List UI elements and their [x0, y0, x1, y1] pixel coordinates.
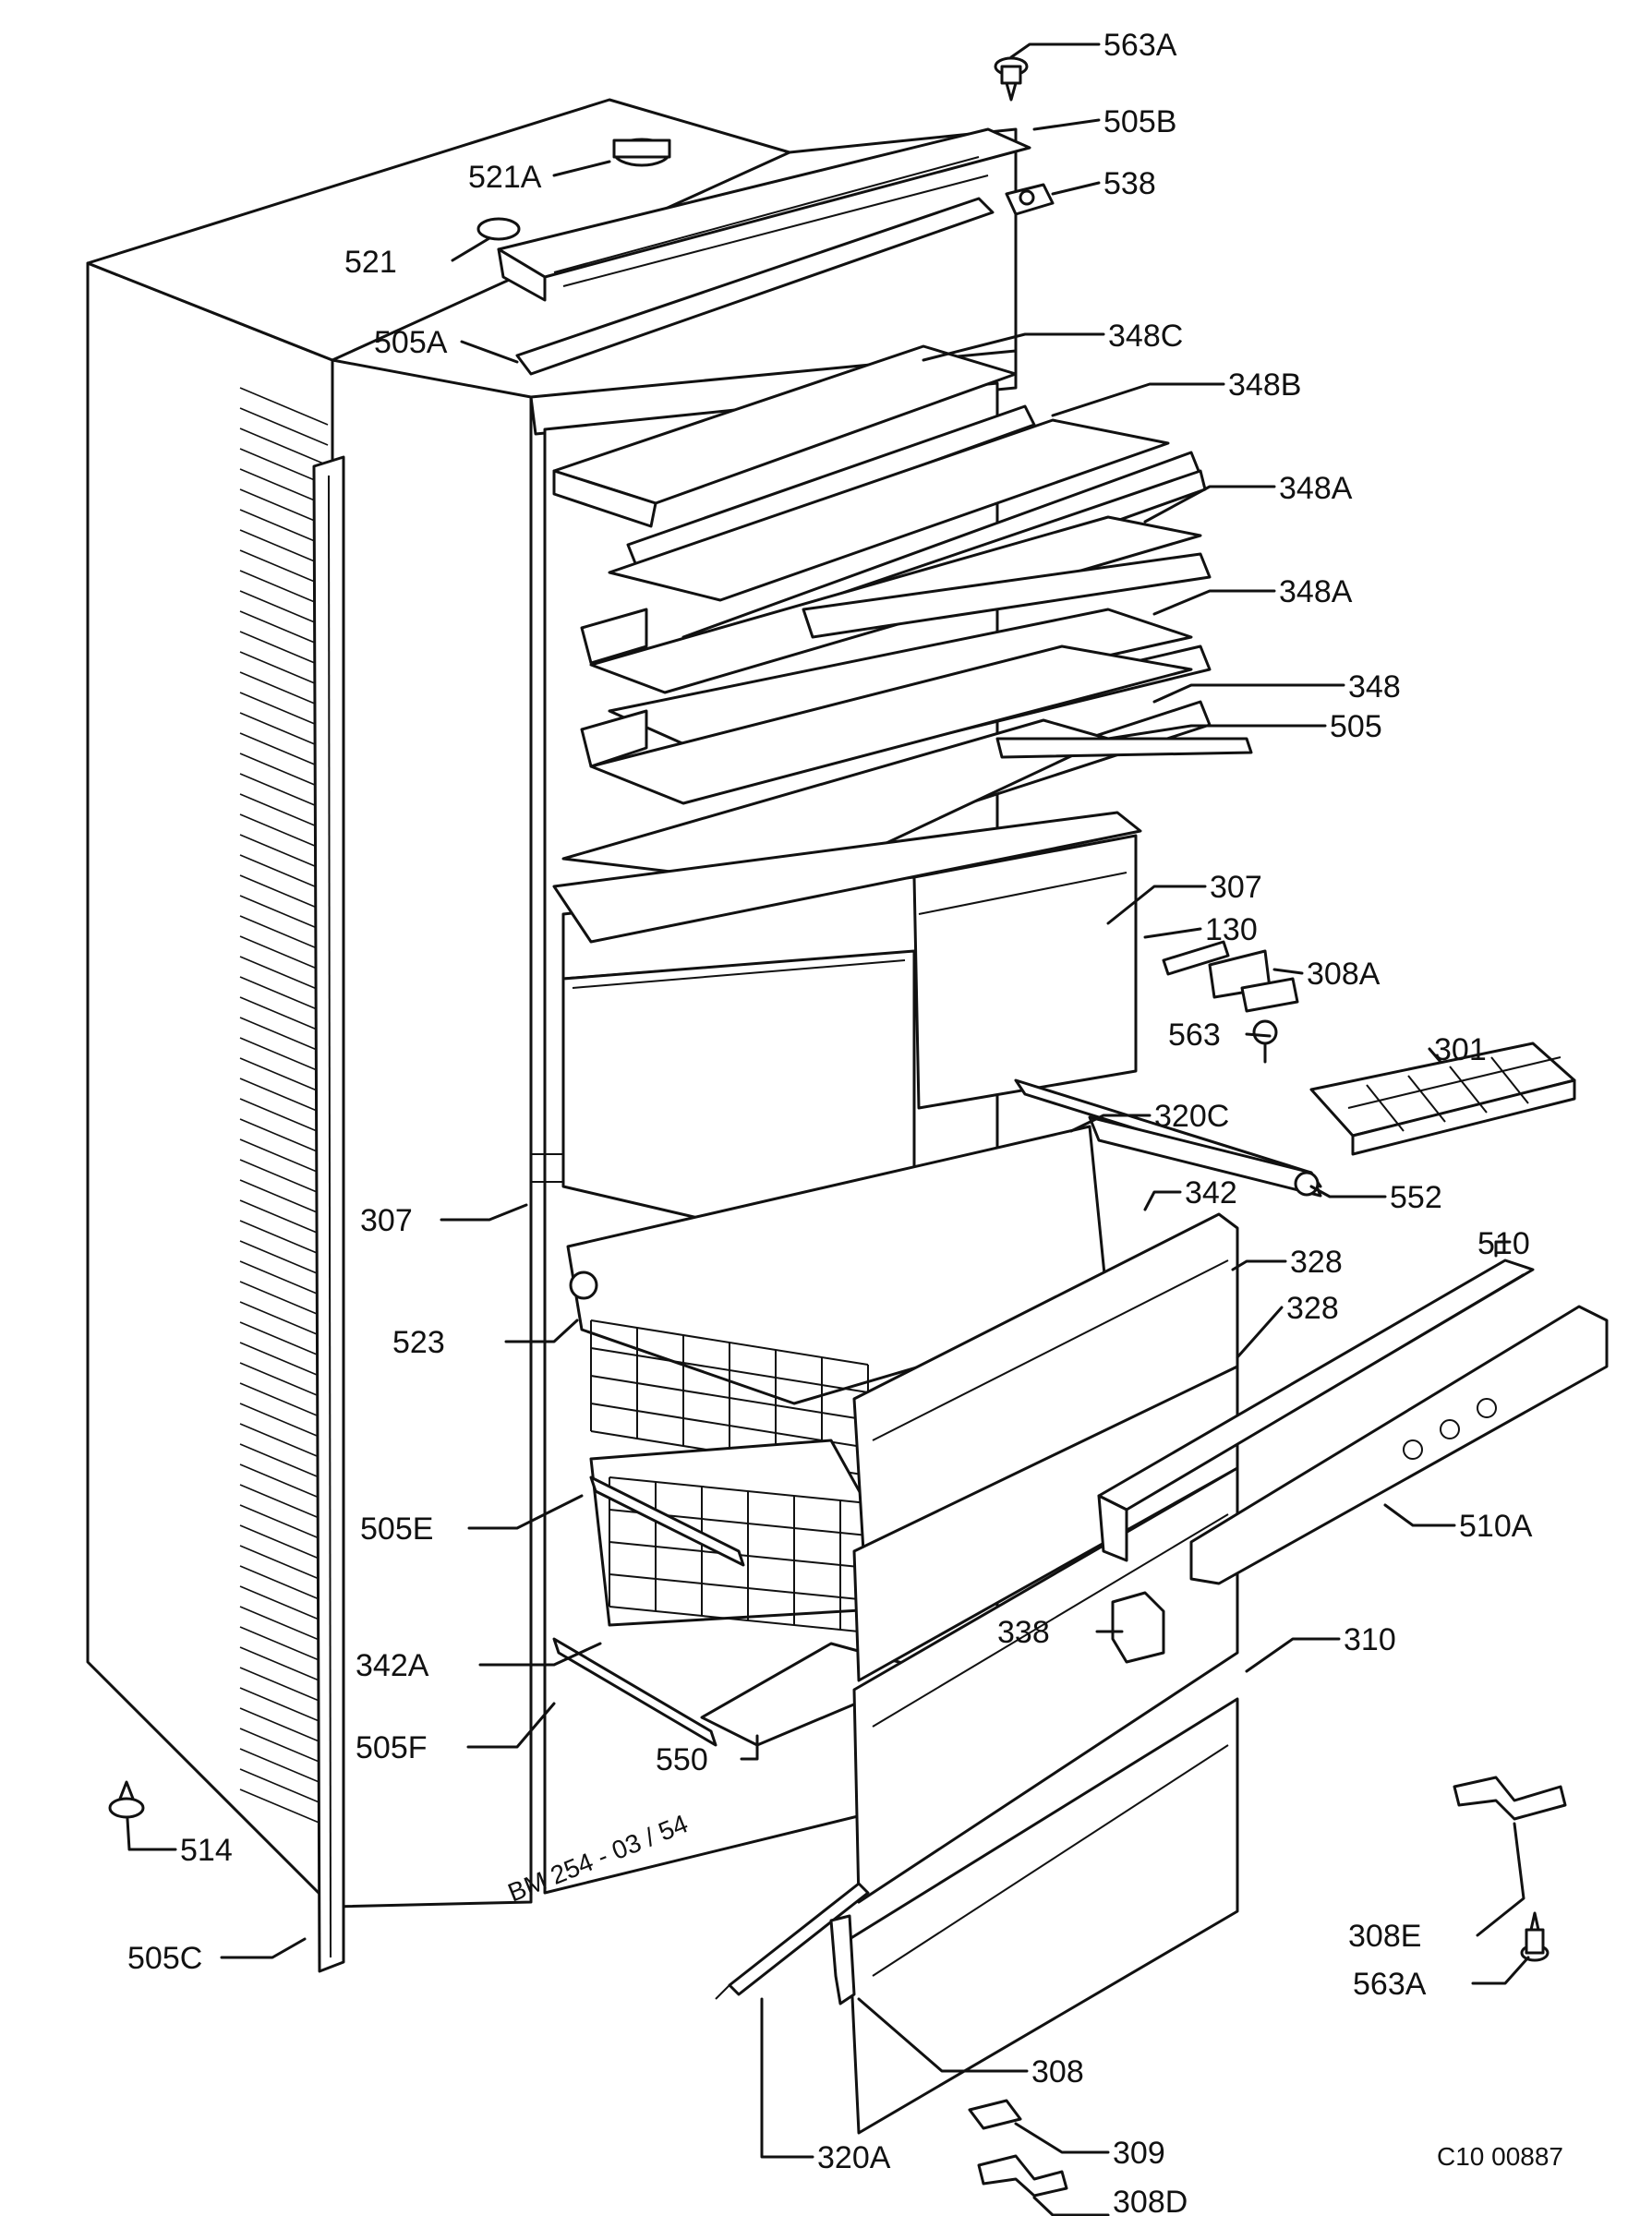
callout-563A-bottom: 563A [1353, 1967, 1427, 2002]
callout-521: 521 [344, 245, 397, 280]
callout-505E: 505E [360, 1511, 433, 1547]
callout-550: 550 [656, 1742, 708, 1777]
callout-301: 301 [1434, 1032, 1487, 1067]
callout-309: 309 [1113, 2136, 1165, 2171]
screw-563 [1252, 1019, 1278, 1064]
callout-563A-top: 563A [1103, 28, 1177, 63]
control-panel-510 [1097, 1259, 1535, 1562]
ice-tray-301 [1309, 1042, 1576, 1156]
callout-348A-2: 348A [1279, 574, 1353, 609]
callout-308E: 308E [1348, 1919, 1421, 1954]
drawing-reference: C10 00887 [1437, 2142, 1563, 2171]
callout-505: 505 [1330, 709, 1382, 744]
callout-307-left: 307 [360, 1203, 413, 1238]
callout-505A: 505A [374, 325, 448, 360]
callout-labels: 563A 505B 521A 538 521 505A 348C 348B 34… [127, 28, 1533, 2216]
callout-348C: 348C [1108, 319, 1183, 354]
callout-505F: 505F [356, 1730, 428, 1765]
drawer-rail-505E [589, 1475, 745, 1567]
callout-538: 538 [1103, 166, 1156, 201]
drawer-rail-505F [552, 1637, 717, 1747]
shelf-348C [552, 344, 1036, 570]
hinge-308E [1453, 1776, 1567, 1821]
callout-348A-1: 348A [1279, 471, 1353, 506]
callout-130: 130 [1205, 912, 1258, 947]
callout-310: 310 [1344, 1622, 1396, 1657]
leader-lines [126, 42, 1530, 2216]
hinge-308A [1208, 949, 1299, 1013]
crisper-drawer-307-front [561, 875, 925, 1221]
callout-523: 523 [392, 1325, 445, 1360]
crisper-drawer-307-rear [912, 834, 1138, 1110]
bracket-538 [1005, 183, 1055, 216]
callout-338: 338 [997, 1615, 1050, 1650]
freezer-door-310 [848, 1466, 1239, 2135]
callout-328-1: 328 [1290, 1245, 1343, 1280]
trim-strip-505A [515, 197, 995, 376]
callout-348: 348 [1348, 669, 1401, 705]
callout-342A: 342A [356, 1648, 429, 1683]
callout-320C: 320C [1154, 1099, 1229, 1134]
callout-307-right: 307 [1210, 870, 1262, 905]
hinge-pin-563A-top [994, 56, 1029, 102]
callout-348B: 348B [1228, 367, 1301, 403]
door-gasket-505C [312, 455, 345, 1973]
hinge-pin-563A-bottom [1520, 1911, 1550, 1962]
freezer-basket-342A [589, 1439, 925, 1635]
hinge-308D [977, 2154, 1068, 2198]
clip-338 [1111, 1591, 1165, 1664]
control-cover-510A [1189, 1305, 1609, 1585]
callout-308: 308 [1031, 2054, 1084, 2090]
hinge-308 [829, 1914, 856, 2005]
plug-521A [612, 138, 671, 167]
top-cover-505B [497, 127, 1031, 302]
hinge-plate-130 [1162, 940, 1230, 976]
rail-552 [1088, 1115, 1322, 1198]
callout-342: 342 [1185, 1175, 1237, 1210]
callout-308A: 308A [1307, 957, 1381, 992]
callout-510: 510 [1477, 1226, 1530, 1261]
callout-505B: 505B [1103, 104, 1176, 139]
callout-320A: 320A [817, 2140, 891, 2175]
hinge-rail-320A [715, 1882, 870, 2000]
callout-563: 563 [1168, 1018, 1221, 1053]
callout-505C: 505C [127, 1941, 202, 1976]
callout-510A: 510A [1459, 1509, 1533, 1544]
freezer-flap-328-upper [852, 1212, 1239, 1553]
foot-514 [108, 1780, 145, 1819]
cap-309 [968, 2099, 1022, 2130]
callout-328-2: 328 [1286, 1291, 1339, 1326]
cap-521 [476, 217, 521, 241]
callout-552: 552 [1390, 1180, 1442, 1215]
callout-514: 514 [180, 1833, 233, 1868]
callout-308D: 308D [1113, 2185, 1188, 2216]
shelf-348A-upper [580, 515, 1212, 694]
stud-523 [569, 1271, 598, 1300]
drawer-cover-glass [552, 811, 1142, 944]
callout-521A: 521A [468, 160, 542, 195]
